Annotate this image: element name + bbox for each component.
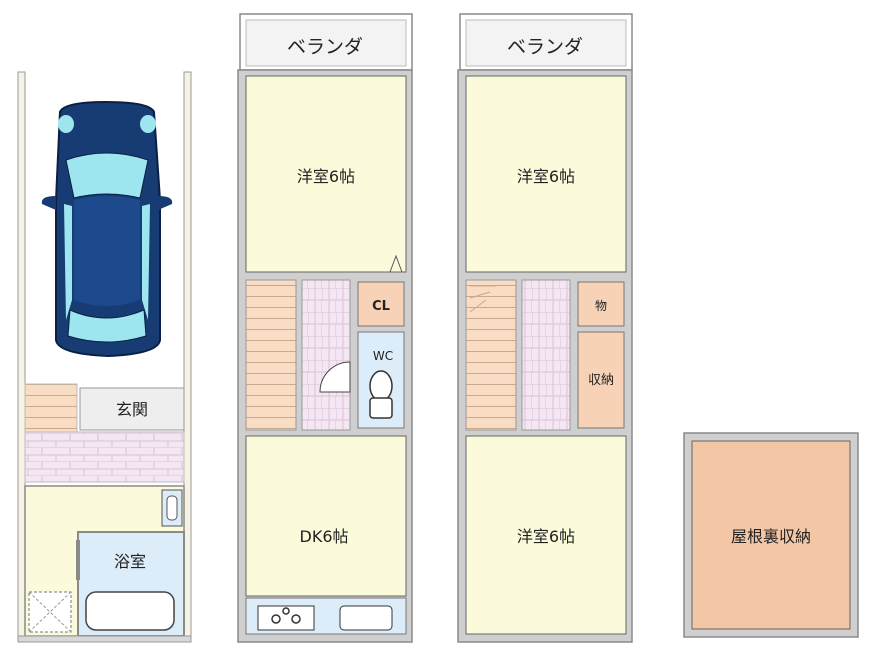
floor3-western-room-bottom-label: 洋室6帖 [517,527,575,546]
bath-door [76,540,80,580]
entrance-steps [24,383,78,433]
car-icon [41,100,173,358]
floor3-hallway [521,279,571,431]
floor2-balcony-inner [245,19,407,67]
entrance-label: 玄関 [116,400,148,419]
floor1-hallway [24,431,185,483]
floor2-door-swing [389,254,403,273]
floor3-western-room-top [465,75,627,273]
floor3-storage-small-label: 物 [595,299,607,313]
floor2-closet-label: CL [372,299,390,314]
floor2-plan: ベランダ 洋室6帖 CL WC DK6帖 [237,13,413,643]
floor2-western-room-label: 洋室6帖 [297,167,355,186]
wc-door-swing [319,361,351,393]
floor3-balcony-label: ベランダ [507,36,583,58]
toilet-icon [369,370,393,419]
floor3-staircase [465,279,517,431]
floor2-hallway [301,279,351,431]
floor3-storage-label: 収納 [588,373,614,388]
floor3-western-room-top-label: 洋室6帖 [517,167,575,186]
floor2-western-room [245,75,407,273]
floor2-balcony-label: ベランダ [287,36,363,58]
washing-machine-space [28,591,72,633]
floor3-balcony-inner [465,19,627,67]
floor2-dining-kitchen [245,435,407,597]
floor2-dining-kitchen-label: DK6帖 [300,527,349,546]
attic-storage [691,440,851,630]
stove-icon [257,605,315,631]
floor1-right-wall [183,71,192,641]
floor1-bottom-wall [17,635,192,643]
attic-storage-label: 屋根裏収納 [731,527,811,546]
floor3-storage [577,331,625,429]
floor3-stair-turn [469,285,496,313]
floor2-staircase [245,279,297,431]
washing-machine-cross [28,591,72,633]
floor3-western-room-bottom [465,435,627,635]
entrance [79,387,185,431]
kitchen-sink-icon [339,605,393,631]
floor3-storage-small [577,281,625,327]
floor3-plan: ベランダ 洋室6帖 物 収納 洋室6帖 [457,13,633,643]
floor2-closet [357,281,405,327]
floor1-left-wall [17,71,26,641]
washbasin-bowl [166,495,178,521]
bathroom-label: 浴室 [114,552,146,571]
floor1-plan: 玄関 浴室 [17,71,192,643]
attic-plan: 屋根裏収納 [683,432,859,638]
bathtub-icon [85,591,175,631]
floor2-wc-label: WC [373,349,393,363]
